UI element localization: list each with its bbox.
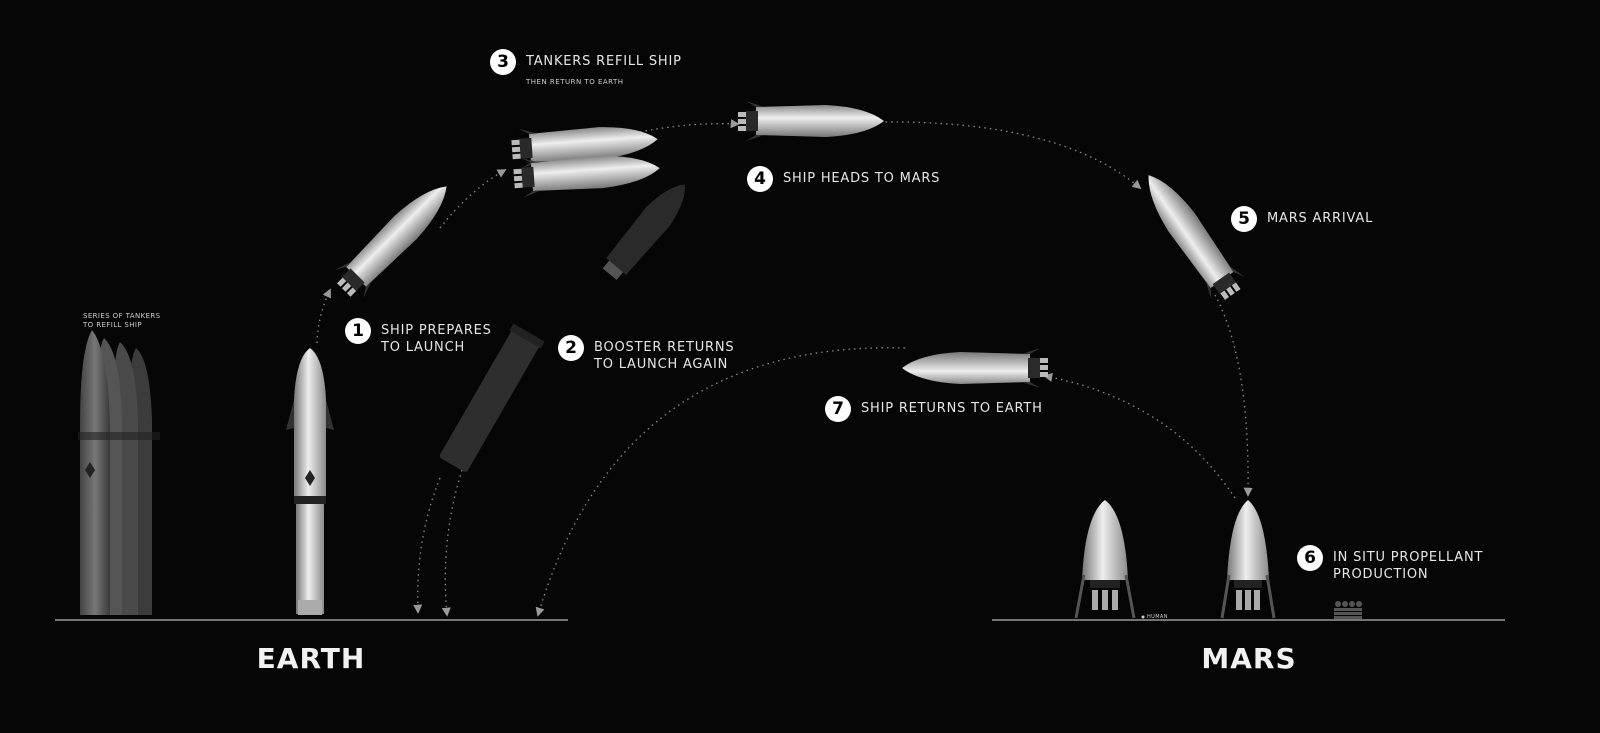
ascending-ship-illustration — [329, 172, 461, 304]
transit-to-mars-path — [879, 121, 1142, 190]
refill-to-transit-path — [639, 119, 740, 133]
returning-ship-illustration — [902, 348, 1048, 388]
step-label: SHIP RETURNS TO EARTH — [861, 401, 1043, 416]
step-label: IN SITU PROPELLANT — [1333, 550, 1484, 565]
mars-label: MARS — [1201, 642, 1297, 675]
step-2: 2 BOOSTER RETURNS TO LAUNCH AGAIN — [558, 335, 734, 373]
step-label: TO LAUNCH AGAIN — [594, 357, 729, 372]
step-label: SHIP HEADS TO MARS — [783, 171, 941, 186]
step-label: BOOSTER RETURNS — [594, 340, 735, 355]
step-label: MARS ARRIVAL — [1267, 211, 1374, 226]
tankers-label: SERIES OF TANKERS TO REFILL SHIP — [83, 312, 161, 330]
tanker-stack-illustration — [78, 330, 160, 615]
step-5: 5 MARS ARRIVAL — [1231, 206, 1373, 232]
propellant-plant-illustration — [1334, 601, 1362, 619]
step-6: 6 IN SITU PROPELLANT PRODUCTION — [1297, 545, 1483, 583]
step-label: TO LAUNCH — [381, 340, 466, 355]
step-sublabel: THEN RETURN TO EARTH — [526, 78, 624, 86]
earth-label: EARTH — [256, 642, 366, 675]
ship-on-booster-illustration — [286, 348, 334, 615]
human-scale-label: HUMAN — [1147, 614, 1168, 620]
step-4: 4 SHIP HEADS TO MARS — [747, 166, 940, 192]
mars-departure-path — [1043, 372, 1236, 499]
step-1: 1 SHIP PREPARES TO LAUNCH — [345, 318, 492, 356]
step-number-badge: 5 — [1231, 206, 1257, 232]
launch-path — [316, 288, 331, 344]
step-3: 3 TANKERS REFILL SHIP THEN RETURN TO EART… — [490, 49, 682, 91]
ascent-to-tankers-path — [439, 169, 507, 229]
booster-illustration — [439, 323, 545, 472]
mars-landed-ship-2 — [1220, 500, 1276, 619]
tankers-label-line2: TO REFILL SHIP — [83, 321, 143, 329]
booster-return-path-1 — [413, 477, 441, 614]
mars-landing-path — [1214, 294, 1253, 497]
step-number-badge: 7 — [825, 396, 851, 422]
step-number-badge: 4 — [747, 166, 773, 192]
arriving-ship-illustration — [1132, 163, 1249, 307]
step-7: 7 SHIP RETURNS TO EARTH — [825, 396, 1043, 422]
step-label: SHIP PREPARES — [381, 323, 492, 338]
step-number-badge: 6 — [1297, 545, 1323, 571]
step-label: TANKERS REFILL SHIP — [526, 54, 682, 69]
human-scale-figure — [1141, 615, 1145, 619]
booster-return-path-2 — [441, 469, 463, 617]
step-number-badge: 2 — [558, 335, 584, 361]
trajectory-paths — [316, 119, 1253, 617]
mars-landed-ship-1 — [1074, 500, 1136, 619]
step-label: PRODUCTION — [1333, 567, 1429, 582]
return-to-earth-path — [535, 347, 906, 617]
transit-ship-illustration — [738, 101, 884, 141]
step-number-badge: 1 — [345, 318, 371, 344]
shadow-ship-illustration — [602, 184, 685, 280]
tankers-label-line1: SERIES OF TANKERS — [83, 312, 161, 320]
step-number-badge: 3 — [490, 49, 516, 75]
